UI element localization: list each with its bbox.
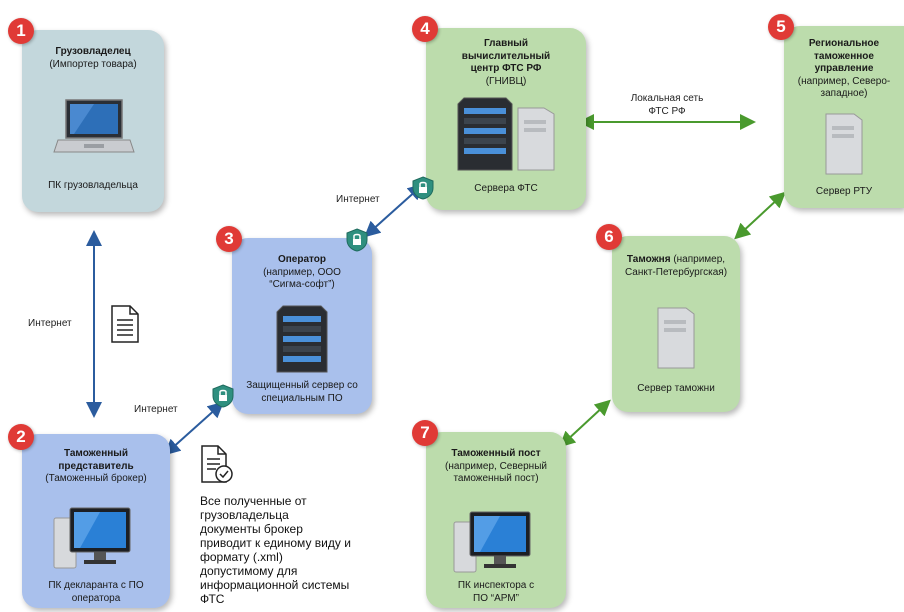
laptop-icon bbox=[53, 99, 135, 153]
node-gnivc: Главный вычислительный центр ФТС РФ (ГНИ… bbox=[426, 28, 586, 210]
badge-5: 5 bbox=[768, 14, 794, 40]
label-internet-mid: Интернет bbox=[134, 404, 178, 415]
regional-title: Региональное таможенное управление bbox=[808, 38, 880, 74]
customs-subtitle: (например, Санкт-Петербургская) bbox=[624, 254, 728, 278]
document-icon bbox=[111, 305, 139, 343]
badge-2: 2 bbox=[8, 424, 34, 450]
shield-lock-icon bbox=[412, 176, 434, 200]
cargo-owner-title: Грузовладелец bbox=[55, 46, 131, 57]
post-title: Таможенный пост bbox=[451, 448, 541, 459]
shield-lock-icon bbox=[212, 384, 234, 408]
server-tower-icon bbox=[825, 113, 863, 175]
node-cargo-owner: Грузовладелец (Импортер товара) ПК грузо… bbox=[22, 30, 164, 212]
label-internet-top: Интернет bbox=[336, 194, 380, 205]
gnivc-subtitle: (ГНИВЦ) bbox=[485, 75, 527, 87]
desktop-pc-icon bbox=[453, 511, 531, 573]
node-operator: Оператор (например, ООО “Сигма-софт”) За… bbox=[232, 238, 372, 414]
server-tower-icon bbox=[657, 307, 695, 369]
customs-rep-caption: ПК декларанта с ПО оператора bbox=[48, 580, 144, 604]
broker-note: Все полученные от грузовладельца докумен… bbox=[200, 494, 351, 606]
shield-lock-icon bbox=[346, 228, 368, 252]
servers-icon bbox=[457, 97, 555, 171]
badge-6: 6 bbox=[596, 224, 622, 250]
operator-subtitle: (например, ООО “Сигма-софт”) bbox=[263, 266, 341, 291]
link-5-6-arrow bbox=[734, 191, 786, 240]
link-6-7-arrow bbox=[559, 399, 611, 448]
post-subtitle: (например, Северный таможенный пост) bbox=[445, 460, 547, 485]
node-customs-post: Таможенный пост (например, Северный тамо… bbox=[426, 432, 566, 608]
desktop-pc-icon bbox=[53, 507, 131, 569]
badge-3: 3 bbox=[216, 226, 242, 252]
post-caption: ПК инспектора с ПО “АРМ” bbox=[457, 580, 535, 604]
label-internet-left: Интернет bbox=[28, 318, 72, 329]
badge-1: 1 bbox=[8, 18, 34, 44]
regional-caption: Сервер РТУ bbox=[815, 186, 873, 197]
badge-4: 4 bbox=[412, 16, 438, 42]
operator-caption: Защищенный сервер со специальным ПО bbox=[246, 380, 358, 404]
link-3-4-arrow bbox=[364, 183, 424, 238]
link-2-3-arrow bbox=[164, 401, 224, 456]
customs-rep-title: Таможенный представитель bbox=[58, 448, 134, 472]
node-customs-representative: Таможенный представитель (Таможенный бро… bbox=[22, 434, 170, 608]
node-regional-office: Региональное таможенное управление (напр… bbox=[784, 26, 904, 208]
node-customs-office: Таможня (например, Санкт-Петербургская) … bbox=[612, 236, 740, 412]
cargo-owner-subtitle: (Импортер товара) bbox=[49, 58, 137, 70]
server-rack-icon bbox=[276, 305, 328, 373]
customs-title: Таможня bbox=[626, 254, 671, 265]
operator-title: Оператор bbox=[277, 254, 327, 265]
cargo-owner-caption: ПК грузовладельца bbox=[48, 180, 138, 191]
document-check-icon bbox=[201, 445, 233, 483]
customs-rep-subtitle: (Таможенный брокер) bbox=[45, 473, 147, 484]
regional-subtitle: (например, Северо-западное) bbox=[797, 75, 891, 100]
gnivc-caption: Сервера ФТС bbox=[474, 183, 538, 194]
gnivc-title: Главный вычислительный центр ФТС РФ bbox=[461, 38, 551, 74]
customs-caption: Сервер таможни bbox=[637, 383, 715, 394]
label-lan: Локальная сеть ФТС РФ bbox=[630, 93, 704, 117]
badge-7: 7 bbox=[412, 420, 438, 446]
